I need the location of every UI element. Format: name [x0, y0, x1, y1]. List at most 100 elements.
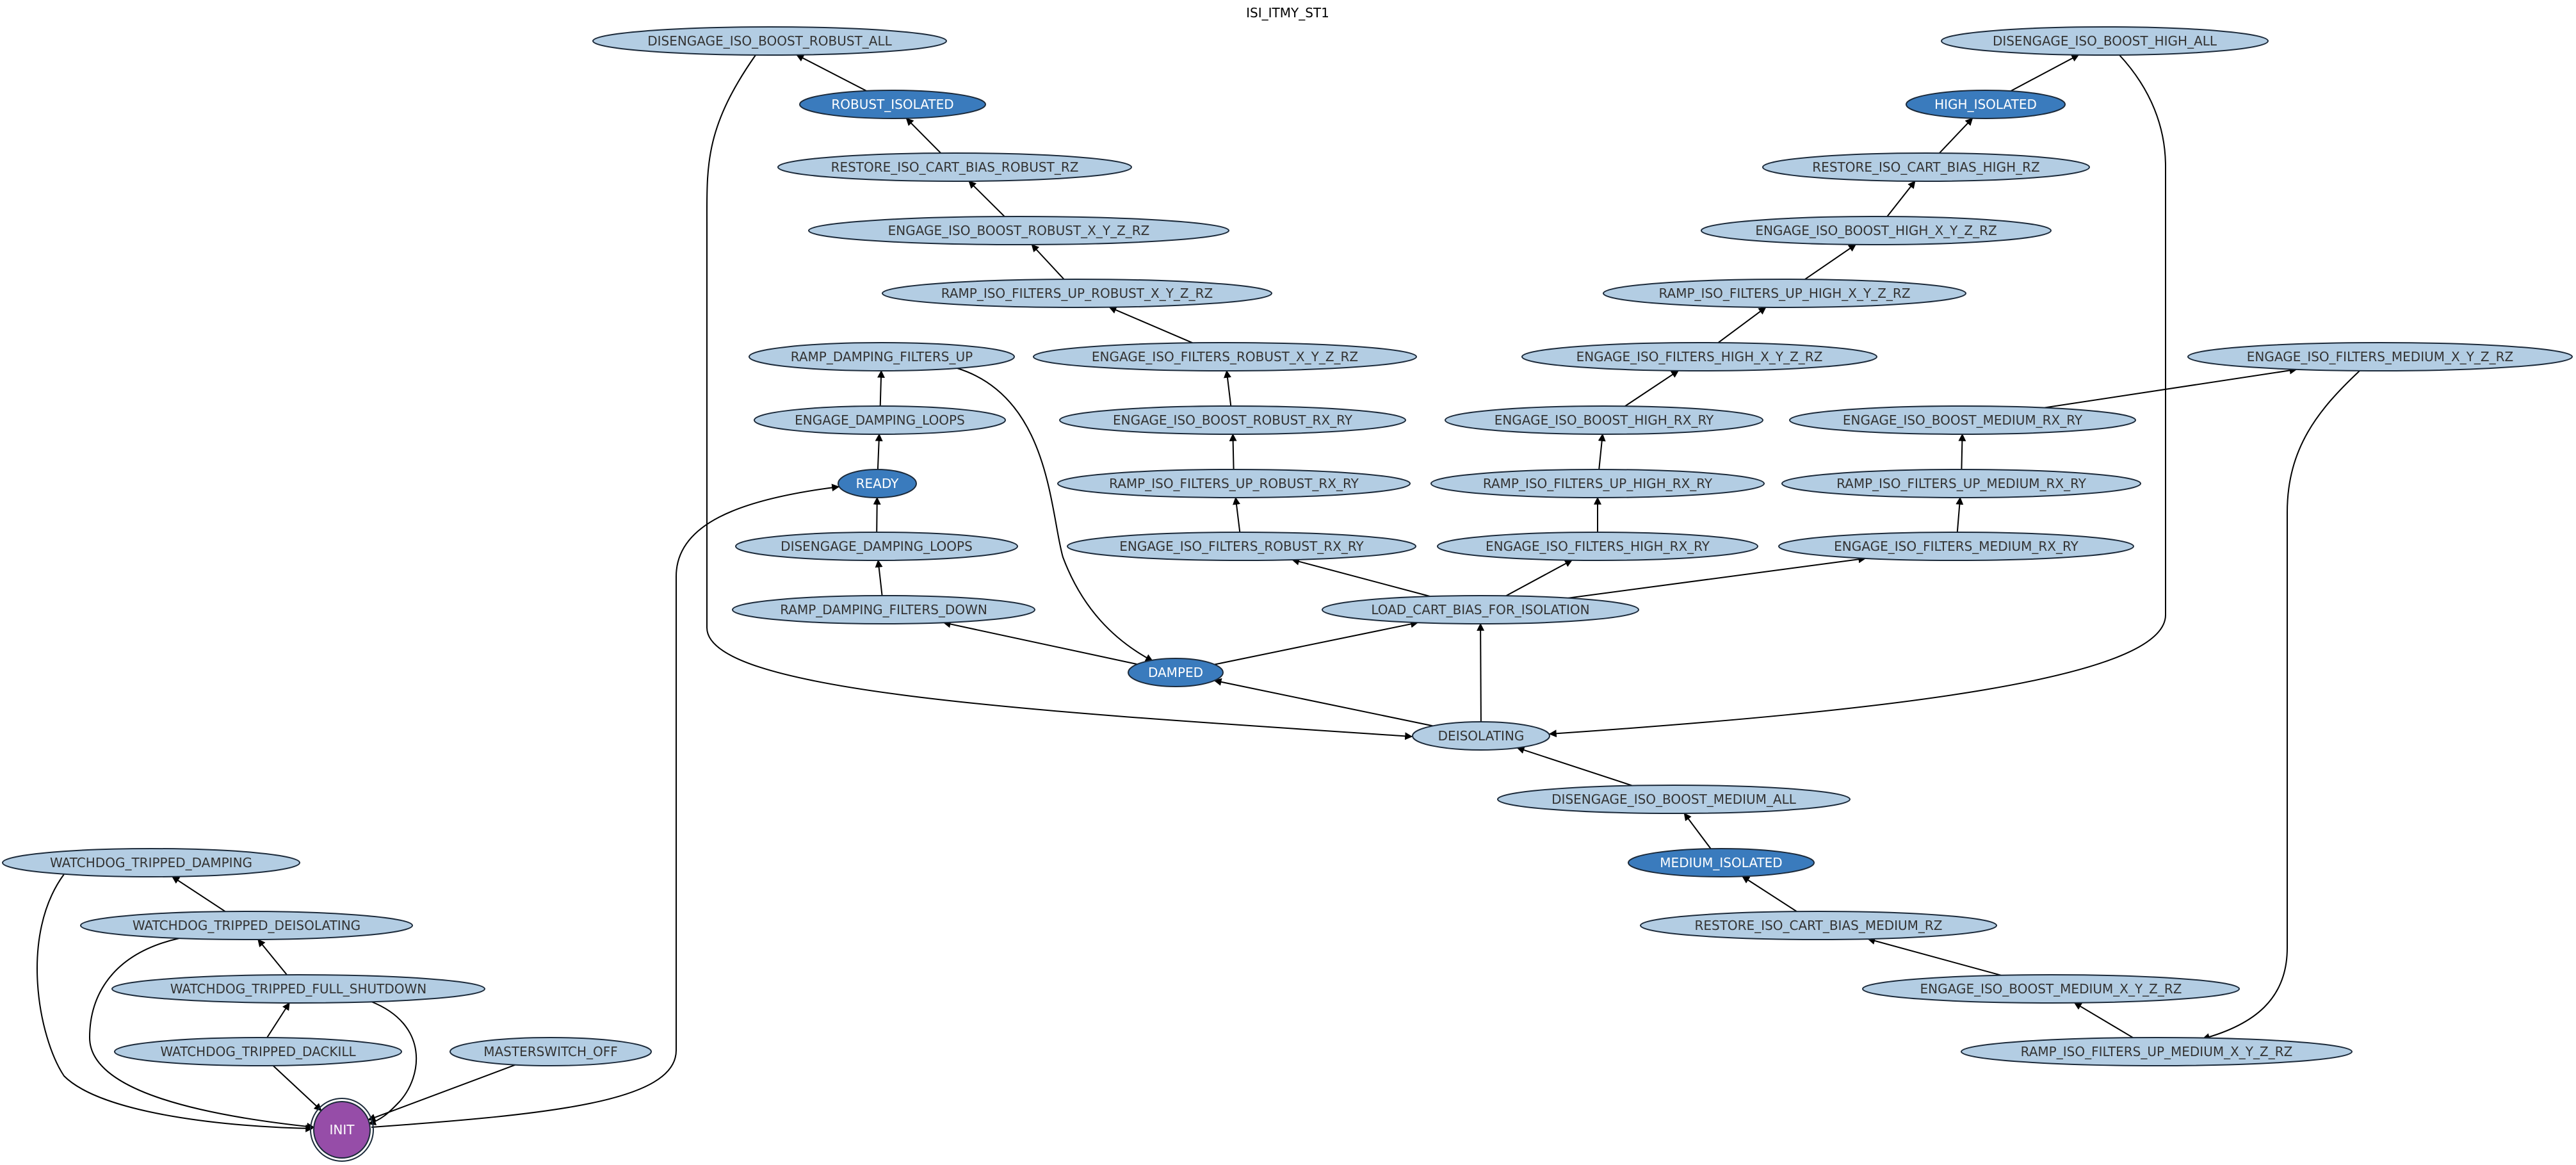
edge-engage-iso-filters-high-x-y-z-rz-to-ramp-iso-filters-up-high-x-y-z-rz	[1717, 307, 1767, 343]
node-watchdog-tripped-dackill[interactable]: WATCHDOG_TRIPPED_DACKILL	[114, 1037, 402, 1066]
node-engage-iso-boost-robust-rx-ry[interactable]: ENGAGE_ISO_BOOST_ROBUST_RX_RY	[1059, 405, 1406, 435]
node-deisolating[interactable]: DEISOLATING	[1412, 721, 1550, 751]
node-watchdog-tripped-damping[interactable]: WATCHDOG_TRIPPED_DAMPING	[2, 848, 300, 877]
node-label: ENGAGE_DAMPING_LOOPS	[795, 412, 965, 428]
edge-ramp-iso-filters-up-high-rx-ry-to-engage-iso-boost-high-rx-ry	[1598, 433, 1606, 470]
edges-layer	[36, 54, 2360, 1132]
node-ellipse	[735, 532, 1018, 561]
node-label: LOAD_CART_BIAS_FOR_ISOLATION	[1371, 602, 1589, 617]
node-ramp-iso-filters-up-robust-rx-ry[interactable]: RAMP_ISO_FILTERS_UP_ROBUST_RX_RY	[1057, 469, 1411, 498]
node-ellipse	[450, 1037, 652, 1066]
node-init[interactable]: INIT	[310, 1098, 374, 1162]
node-ellipse	[1412, 721, 1550, 751]
edge-damped-to-load-cart-bias-for-isolation	[1214, 620, 1419, 665]
node-restore-iso-cart-bias-medium-rz[interactable]: RESTORE_ISO_CART_BIAS_MEDIUM_RZ	[1640, 911, 1997, 940]
node-ellipse	[777, 152, 1132, 182]
node-medium-isolated[interactable]: MEDIUM_ISOLATED	[1628, 848, 1815, 877]
node-watchdog-tripped-deisolating[interactable]: WATCHDOG_TRIPPED_DEISOLATING	[80, 911, 413, 940]
node-ellipse	[1640, 911, 1997, 940]
edge-medium-isolated-to-disengage-iso-boost-medium-all	[1683, 813, 1712, 849]
node-engage-iso-filters-high-rx-ry[interactable]: ENGAGE_ISO_FILTERS_HIGH_RX_RY	[1437, 532, 1758, 561]
node-ellipse	[1906, 90, 2066, 119]
edge-engage-iso-boost-medium-x-y-z-rz-to-restore-iso-cart-bias-medium-rz	[1867, 937, 2002, 976]
node-label: DISENGAGE_ISO_BOOST_ROBUST_ALL	[647, 33, 892, 49]
edge-disengage-iso-boost-high-all-to-deisolating	[1548, 54, 2166, 738]
node-ramp-damping-filters-up[interactable]: RAMP_DAMPING_FILTERS_UP	[749, 342, 1015, 371]
edge-engage-iso-boost-robust-x-y-z-rz-to-restore-iso-cart-bias-robust-rz	[968, 181, 1005, 217]
node-damped[interactable]: DAMPED	[1128, 658, 1224, 687]
graph-title: ISI_ITMY_ST1	[1246, 5, 1329, 20]
node-ellipse	[1521, 342, 1877, 371]
edge-load-cart-bias-for-isolation-to-engage-iso-filters-high-rx-ry	[1505, 559, 1573, 597]
node-ellipse	[749, 342, 1015, 371]
nodes-layer: DISENGAGE_ISO_BOOST_ROBUST_ALL ROBUST_ISO…	[2, 26, 2573, 1162]
node-engage-iso-boost-high-rx-ry[interactable]: ENGAGE_ISO_BOOST_HIGH_RX_RY	[1445, 405, 1763, 435]
node-restore-iso-cart-bias-robust-rz[interactable]: RESTORE_ISO_CART_BIAS_ROBUST_RZ	[777, 152, 1132, 182]
edge-ramp-iso-filters-up-medium-rx-ry-to-engage-iso-boost-medium-rx-ry	[1958, 433, 1966, 470]
edge-engage-iso-filters-robust-x-y-z-rz-to-ramp-iso-filters-up-robust-x-y-z-rz	[1108, 306, 1193, 344]
node-ellipse	[808, 216, 1229, 245]
node-engage-iso-boost-high-x-y-z-rz[interactable]: ENGAGE_ISO_BOOST_HIGH_X_Y_Z_RZ	[1701, 216, 2052, 245]
edge-ready-to-engage-damping-loops	[875, 433, 883, 470]
node-ellipse	[882, 279, 1272, 308]
node-disengage-damping-loops[interactable]: DISENGAGE_DAMPING_LOOPS	[735, 532, 1018, 561]
edge-ramp-iso-filters-up-medium-x-y-z-rz-to-engage-iso-boost-medium-x-y-z-rz	[2073, 1002, 2134, 1039]
node-ellipse	[754, 405, 1006, 435]
node-disengage-iso-boost-robust-all[interactable]: DISENGAGE_ISO_BOOST_ROBUST_ALL	[592, 26, 947, 56]
node-ramp-iso-filters-up-medium-x-y-z-rz[interactable]: RAMP_ISO_FILTERS_UP_MEDIUM_X_Y_Z_RZ	[1961, 1037, 2353, 1066]
node-label: ENGAGE_ISO_BOOST_ROBUST_X_Y_Z_RZ	[888, 223, 1150, 238]
node-engage-iso-filters-robust-rx-ry[interactable]: ENGAGE_ISO_FILTERS_ROBUST_RX_RY	[1067, 532, 1416, 561]
node-disengage-iso-boost-medium-all[interactable]: DISENGAGE_ISO_BOOST_MEDIUM_ALL	[1497, 785, 1851, 814]
node-label: ENGAGE_ISO_FILTERS_ROBUST_X_Y_Z_RZ	[1092, 349, 1358, 364]
node-engage-iso-boost-robust-x-y-z-rz[interactable]: ENGAGE_ISO_BOOST_ROBUST_X_Y_Z_RZ	[808, 216, 1229, 245]
edge-disengage-iso-boost-medium-all-to-deisolating	[1516, 746, 1633, 786]
node-ready[interactable]: READY	[838, 469, 917, 498]
node-ellipse	[1497, 785, 1851, 814]
node-ramp-iso-filters-up-medium-rx-ry[interactable]: RAMP_ISO_FILTERS_UP_MEDIUM_RX_RY	[1781, 469, 2141, 498]
node-label: DEISOLATING	[1438, 728, 1525, 744]
edge-init-to-ready	[371, 484, 840, 1128]
node-high-isolated[interactable]: HIGH_ISOLATED	[1906, 90, 2066, 119]
node-engage-iso-filters-robust-x-y-z-rz[interactable]: ENGAGE_ISO_FILTERS_ROBUST_X_Y_Z_RZ	[1033, 342, 1417, 371]
node-ramp-iso-filters-up-high-x-y-z-rz[interactable]: RAMP_ISO_FILTERS_UP_HIGH_X_Y_Z_RZ	[1603, 279, 1966, 308]
node-label: MEDIUM_ISOLATED	[1660, 855, 1782, 870]
node-engage-iso-filters-medium-rx-ry[interactable]: ENGAGE_ISO_FILTERS_MEDIUM_RX_RY	[1778, 532, 2134, 561]
node-label: WATCHDOG_TRIPPED_DACKILL	[160, 1044, 356, 1059]
node-load-cart-bias-for-isolation[interactable]: LOAD_CART_BIAS_FOR_ISOLATION	[1322, 595, 1639, 624]
edge-engage-iso-boost-high-rx-ry-to-engage-iso-filters-high-x-y-z-rz	[1624, 370, 1680, 407]
node-ellipse	[1437, 532, 1758, 561]
node-ramp-iso-filters-up-high-rx-ry[interactable]: RAMP_ISO_FILTERS_UP_HIGH_RX_RY	[1430, 469, 1765, 498]
node-ellipse	[1941, 26, 2269, 56]
node-engage-iso-boost-medium-x-y-z-rz[interactable]: ENGAGE_ISO_BOOST_MEDIUM_X_Y_Z_RZ	[1862, 974, 2240, 1004]
node-ellipse	[1762, 152, 2090, 182]
edge-watchdog-tripped-full-shutdown-to-init	[368, 1001, 417, 1125]
edge-high-isolated-to-disengage-iso-boost-high-all	[2010, 54, 2080, 92]
node-ramp-iso-filters-up-robust-x-y-z-rz[interactable]: RAMP_ISO_FILTERS_UP_ROBUST_X_Y_Z_RZ	[882, 279, 1272, 308]
node-engage-damping-loops[interactable]: ENGAGE_DAMPING_LOOPS	[754, 405, 1006, 435]
node-watchdog-tripped-full-shutdown[interactable]: WATCHDOG_TRIPPED_FULL_SHUTDOWN	[111, 974, 485, 1004]
node-ellipse	[111, 974, 485, 1004]
node-label: ROBUST_ISOLATED	[831, 97, 953, 112]
edge-disengage-iso-boost-robust-all-to-deisolating	[706, 54, 1413, 740]
node-ellipse	[1057, 469, 1411, 498]
node-engage-iso-filters-high-x-y-z-rz[interactable]: ENGAGE_ISO_FILTERS_HIGH_X_Y_Z_RZ	[1521, 342, 1877, 371]
node-ellipse	[1603, 279, 1966, 308]
edge-load-cart-bias-for-isolation-to-engage-iso-filters-robust-rx-ry	[1292, 557, 1430, 598]
edge-watchdog-tripped-deisolating-to-watchdog-tripped-damping	[172, 876, 226, 913]
edge-watchdog-tripped-dackill-to-watchdog-tripped-full-shutdown	[266, 1002, 290, 1038]
edge-masterswitch-off-to-init	[368, 1064, 516, 1121]
node-ellipse	[313, 1101, 371, 1159]
node-robust-isolated[interactable]: ROBUST_ISOLATED	[799, 90, 986, 119]
node-ramp-damping-filters-down[interactable]: RAMP_DAMPING_FILTERS_DOWN	[732, 595, 1035, 624]
node-restore-iso-cart-bias-high-rz[interactable]: RESTORE_ISO_CART_BIAS_HIGH_RZ	[1762, 152, 2090, 182]
node-label: ENGAGE_ISO_FILTERS_HIGH_RX_RY	[1486, 539, 1710, 554]
node-disengage-iso-boost-high-all[interactable]: DISENGAGE_ISO_BOOST_HIGH_ALL	[1941, 26, 2269, 56]
edge-restore-iso-cart-bias-robust-rz-to-robust-isolated	[905, 117, 942, 154]
edge-restore-iso-cart-bias-medium-rz-to-medium-isolated	[1742, 876, 1797, 913]
node-engage-iso-boost-medium-rx-ry[interactable]: ENGAGE_ISO_BOOST_MEDIUM_RX_RY	[1789, 405, 2136, 435]
node-ellipse	[1067, 532, 1416, 561]
node-engage-iso-filters-medium-x-y-z-rz[interactable]: ENGAGE_ISO_FILTERS_MEDIUM_X_Y_Z_RZ	[2187, 342, 2573, 371]
node-masterswitch-off[interactable]: MASTERSWITCH_OFF	[450, 1037, 652, 1066]
node-label: WATCHDOG_TRIPPED_FULL_SHUTDOWN	[170, 981, 427, 997]
